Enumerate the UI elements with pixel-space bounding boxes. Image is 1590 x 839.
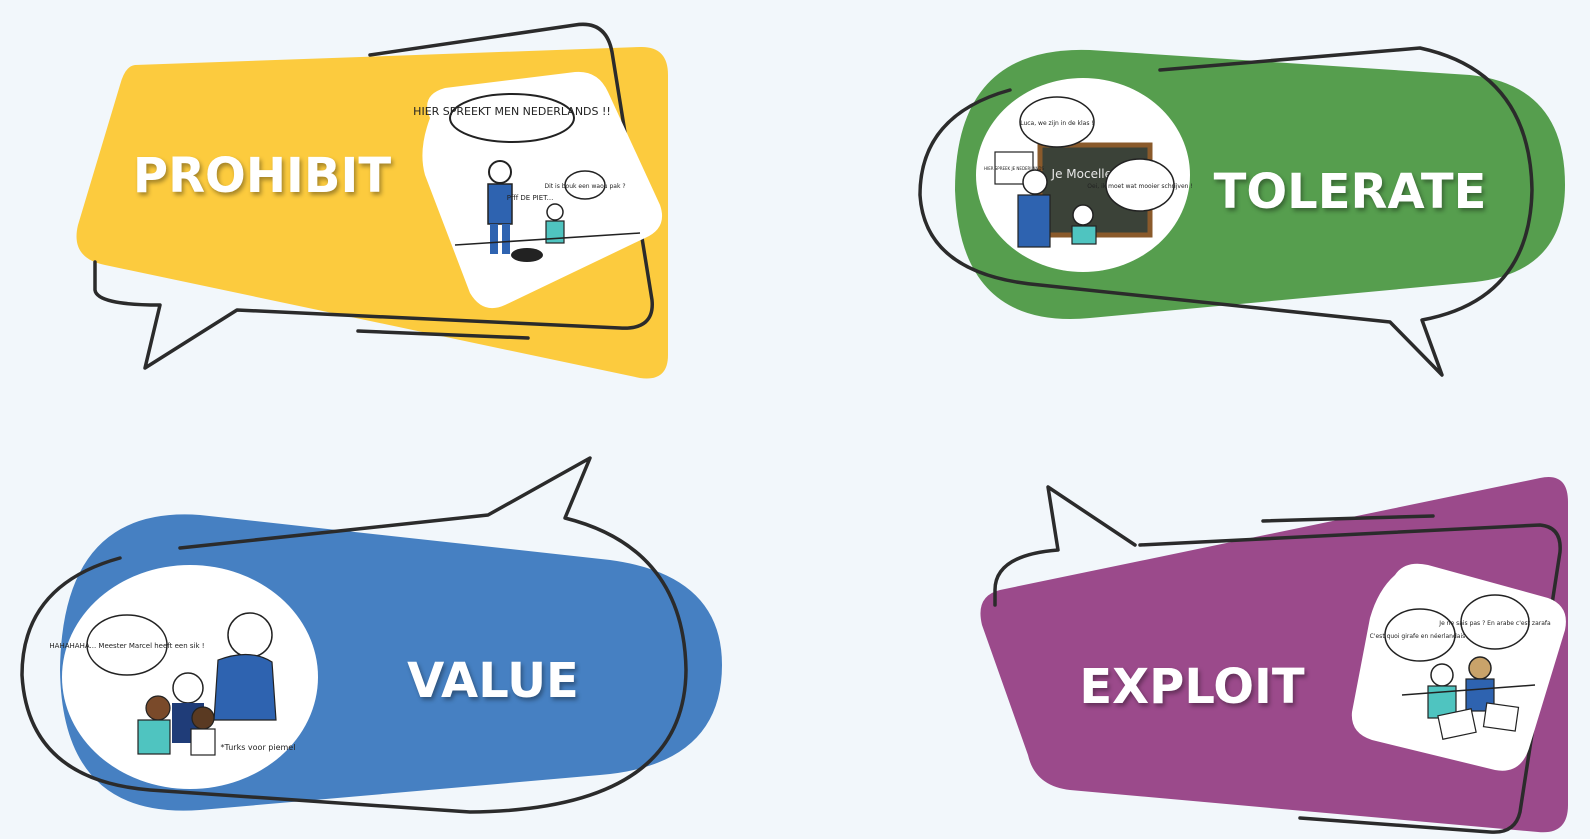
card-value: HAHAHAHA... Meester Marcel heeft een sik… bbox=[20, 456, 722, 814]
prohibit-speech-outline bbox=[93, 22, 654, 370]
tolerate-bubble-top: Luca, we zijn in de klas ! bbox=[1020, 120, 1094, 127]
tolerate-speech-outline bbox=[918, 46, 1534, 377]
value-footnote: *Turks voor piemel bbox=[221, 743, 296, 752]
value-label: VALUE bbox=[407, 653, 579, 709]
tolerate-label: TOLERATE bbox=[1214, 164, 1487, 220]
exploit-illustration: C'est quoi girafe en néerlandais ? Je ne… bbox=[1351, 563, 1566, 771]
card-prohibit: HIER SPREEKT MEN NEDERLANDS !! Dit is bo… bbox=[76, 22, 669, 379]
two-children-working-illustration: C'est quoi girafe en néerlandais ? Je ne… bbox=[1370, 594, 1551, 740]
tolerate-illustration: Je Mocelle Jem HIER SPREEK JE NEDERLANDS… bbox=[976, 78, 1193, 272]
exploit-bubble-right: Je ne sais pas ? En arabe c'est zarafa bbox=[1438, 620, 1551, 627]
teacher-scolding-child-illustration: HIER SPREEKT MEN NEDERLANDS !! Dit is bo… bbox=[413, 93, 641, 262]
prohibit-label: PROHIBIT bbox=[133, 148, 391, 204]
children-laughing-teacher-illustration: HAHAHAHA... Meester Marcel heeft een sik… bbox=[49, 612, 277, 756]
prohibit-bubble-child: Dit is bouk een waou pak ? bbox=[544, 183, 625, 190]
card-exploit: C'est quoi girafe en néerlandais ? Je ne… bbox=[980, 477, 1568, 834]
exploit-bubble-left: C'est quoi girafe en néerlandais ? bbox=[1370, 633, 1471, 640]
tolerate-bubble-right: Oei, ik moet wat mooier schrijven ! bbox=[1087, 183, 1193, 190]
prohibit-bubble-main: HIER SPREEKT MEN NEDERLANDS !! bbox=[413, 105, 611, 118]
value-speech-outline bbox=[20, 456, 688, 814]
prohibit-caption: Pfff DE PIET... bbox=[507, 194, 554, 202]
card-tolerate: Je Mocelle Jem HIER SPREEK JE NEDERLANDS… bbox=[918, 46, 1565, 377]
tolerate-poster: HIER SPREEK JE NEDERLANDS bbox=[984, 166, 1044, 171]
value-illustration: HAHAHAHA... Meester Marcel heeft een sik… bbox=[49, 565, 318, 789]
exploit-label: EXPLOIT bbox=[1079, 659, 1305, 715]
prohibit-illustration: HIER SPREEKT MEN NEDERLANDS !! Dit is bo… bbox=[413, 71, 663, 309]
classroom-blackboard-illustration: Je Mocelle Jem HIER SPREEK JE NEDERLANDS… bbox=[984, 96, 1193, 248]
value-bubble: HAHAHAHA... Meester Marcel heeft een sik… bbox=[49, 642, 204, 650]
